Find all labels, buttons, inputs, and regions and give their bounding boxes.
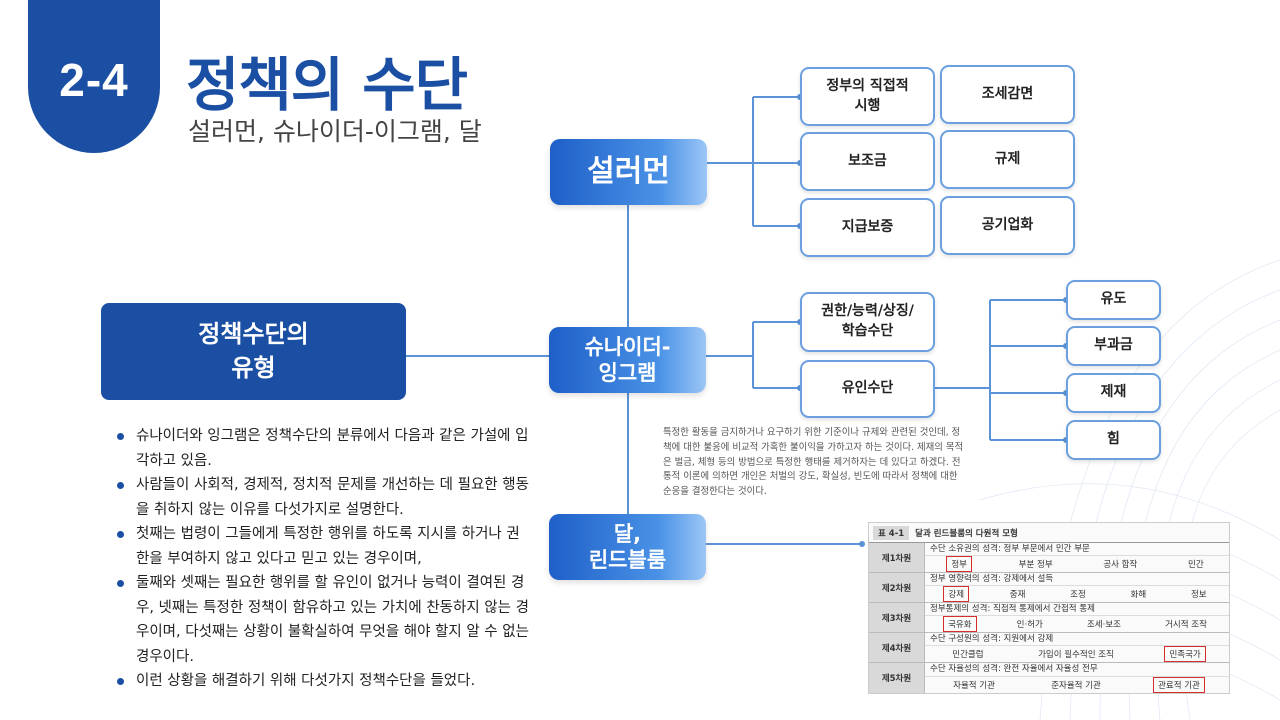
salamon-item-loan-guarantee: 지급보증 xyxy=(800,198,935,257)
table-row-desc: 수단 소유권의 성격: 정부 부문에서 민간 부문 xyxy=(930,544,1090,554)
table-cell: 국유화 xyxy=(943,616,977,632)
table-cell: 관료적 기관 xyxy=(1153,677,1205,693)
table-cell: 인·허가 xyxy=(1016,620,1043,630)
salamon-item-regulation: 규제 xyxy=(940,130,1075,189)
schneider-item-authority-capacity: 권한/능력/상징/ 학습수단 xyxy=(800,292,935,352)
section-number-badge: 2-4 xyxy=(28,0,160,153)
bullet-item: 사람들이 사회적, 경제적, 정치적 문제를 개선하는 데 필요한 행동을 취하… xyxy=(117,473,532,522)
policy-instrument-types-box: 정책수단의 유형 xyxy=(101,303,406,400)
table-row: 제4차원 수단 구성원의 성격: 지원에서 강제 민간클럽 가입이 필수적인 조… xyxy=(869,633,1229,663)
table-cell: 부분 정부 xyxy=(1018,560,1053,570)
incentive-item-inducement: 유도 xyxy=(1066,280,1161,320)
table-cell: 조정 xyxy=(1070,590,1086,600)
bullet-item: 첫째는 법령이 그들에게 특정한 행위를 하도록 지시를 하거나 권한을 부여하… xyxy=(117,522,532,571)
table-row: 제2차원 정부 영향력의 성격: 강제에서 설득 강제 중재 조정 화해 정보 xyxy=(869,573,1229,603)
table-row-label: 제2차원 xyxy=(869,573,925,602)
table-cell: 거시적 조작 xyxy=(1165,620,1207,630)
sanction-note-text: 특정한 활동을 금지하거나 요구하기 위한 기준이나 규제와 관련된 것인데, … xyxy=(663,427,964,498)
table-row-desc: 수단 자율성의 성격: 완전 자율에서 자율성 전무 xyxy=(930,664,1098,674)
table-row: 제5차원 수단 자율성의 성격: 완전 자율에서 자율성 전무 자율적 기관 준… xyxy=(869,663,1229,693)
bullet-item: 이런 상황을 해결하기 위해 다섯가지 정책수단을 들었다. xyxy=(117,669,532,694)
table-row-desc: 수단 구성원의 성격: 지원에서 강제 xyxy=(930,634,1054,644)
bullet-list: 슈나이더와 잉그램은 정책수단의 분류에서 다음과 같은 가설에 입각하고 있음… xyxy=(117,424,532,694)
table-tag: 표 4-1 xyxy=(873,525,910,540)
page-title: 정책의 수단 xyxy=(186,51,468,119)
table-row: 제1차원 수단 소유권의 성격: 정부 부문에서 민간 부문 정부 부분 정부 … xyxy=(869,543,1229,573)
table-cell: 민간클럽 xyxy=(952,650,984,660)
table-cell: 가입이 필수적인 조직 xyxy=(1038,650,1114,660)
salamon-item-public-enterprise: 공기업화 xyxy=(940,196,1075,255)
hub-salamon: 설러먼 xyxy=(550,139,707,205)
table-row-desc: 정부통제의 성격: 직접적 통제에서 간접적 통제 xyxy=(930,604,1095,614)
bullet-item: 둘째와 셋째는 필요한 행위를 할 유인이 없거나 능력이 결여된 경우, 넷째… xyxy=(117,571,532,669)
table-row-label: 제4차원 xyxy=(869,633,925,662)
table-cell: 화해 xyxy=(1130,590,1147,600)
salamon-item-direct-execution: 정부의 직접적 시행 xyxy=(800,67,935,126)
table-title: 달과 린드블룸의 다원적 모형 xyxy=(915,528,1018,539)
salamon-item-subsidy: 보조금 xyxy=(800,132,935,191)
table-cell: 정부 xyxy=(946,556,972,572)
table-cell: 민간 xyxy=(1188,560,1204,570)
salamon-item-tax-reduction: 조세감면 xyxy=(940,65,1075,124)
table-cell: 자율적 기관 xyxy=(953,681,995,691)
dahl-lindblom-table: 표 4-1 달과 린드블룸의 다원적 모형 제1차원 수단 소유권의 성격: 정… xyxy=(868,522,1230,694)
table-cell: 조세·보조 xyxy=(1086,620,1121,630)
table-cell: 공사 합작 xyxy=(1103,560,1138,570)
incentive-item-sanction: 제재 xyxy=(1066,373,1161,413)
table-cell: 중재 xyxy=(1009,590,1026,600)
table-cell: 준자율적 기관 xyxy=(1051,681,1101,691)
table-row-label: 제1차원 xyxy=(869,543,925,572)
table-cell: 정보 xyxy=(1190,590,1207,600)
hub-dahl-lindblom: 달, 린드블룸 xyxy=(549,514,706,580)
table-cell: 강제 xyxy=(943,586,970,602)
table-cell: 민족국가 xyxy=(1164,646,1206,662)
table-header: 표 4-1 달과 린드블룸의 다원적 모형 xyxy=(869,523,1229,543)
table-row-desc: 정부 영향력의 성격: 강제에서 설득 xyxy=(930,574,1054,584)
hub-schneider-ingram: 슈나이더- 잉그램 xyxy=(549,327,706,393)
page-subtitle: 설러먼, 슈나이더-이그램, 달 xyxy=(188,117,482,146)
incentive-item-charge: 부과금 xyxy=(1066,326,1161,366)
schneider-item-incentive: 유인수단 xyxy=(800,360,935,418)
table-row-label: 제5차원 xyxy=(869,663,925,693)
table-row: 제3차원 정부통제의 성격: 직접적 통제에서 간접적 통제 국유화 인·허가 … xyxy=(869,603,1229,633)
incentive-item-force: 힘 xyxy=(1066,420,1161,460)
bullet-item: 슈나이더와 잉그램은 정책수단의 분류에서 다음과 같은 가설에 입각하고 있음… xyxy=(117,424,532,473)
section-number: 2-4 xyxy=(59,53,129,106)
table-row-label: 제3차원 xyxy=(869,603,925,632)
